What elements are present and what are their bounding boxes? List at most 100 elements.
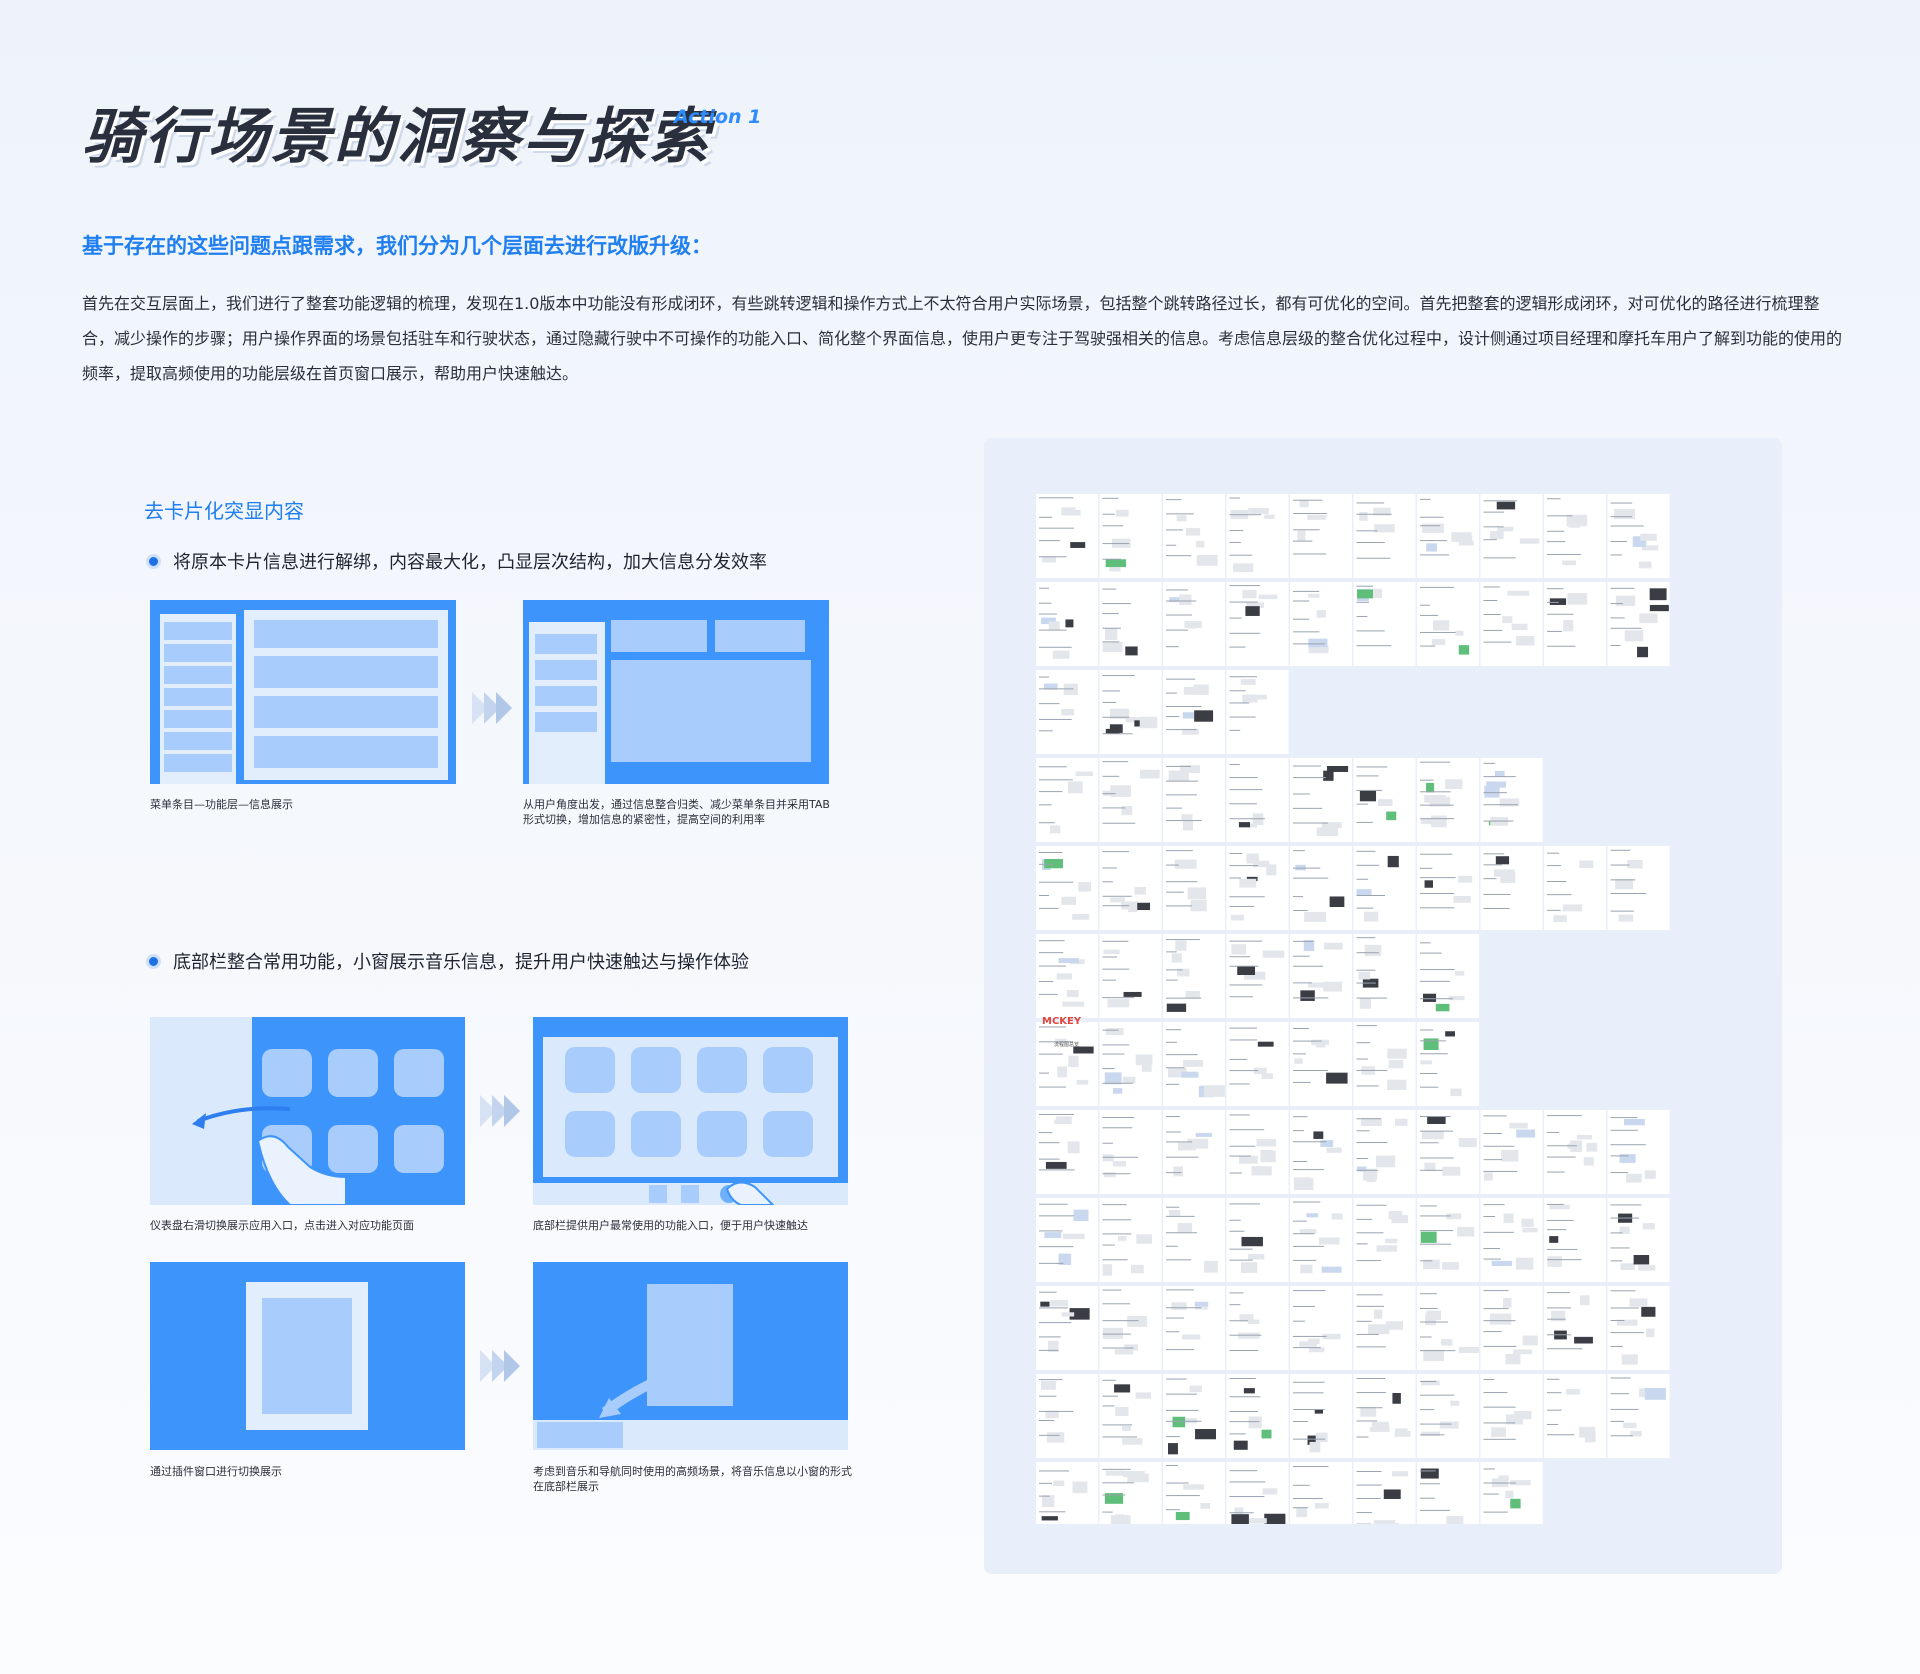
- bottom-bar-diagram: [533, 1017, 848, 1205]
- bullet-dot-icon: [146, 953, 161, 969]
- flow-thumbnail: [1480, 1374, 1543, 1458]
- board-label: 流程图总览: [1054, 1041, 1079, 1048]
- flow-thumbnail: [1036, 1286, 1098, 1370]
- flow-thumbnail: [1290, 758, 1352, 842]
- flow-thumbnail: [1544, 582, 1606, 666]
- flow-thumbnail: [1353, 494, 1416, 578]
- flow-thumbnail: [1036, 934, 1098, 1018]
- flow-thumbnail: [1417, 1022, 1479, 1106]
- flow-thumbnail: [1480, 1286, 1543, 1370]
- flow-thumbnail: [1036, 582, 1098, 666]
- caption-plugin: 通过插件窗口进行切换展示: [150, 1465, 282, 1478]
- flow-thumbnail: [1036, 1198, 1098, 1282]
- caption-menu-after: 从用户角度出发，通过信息整合归类、减少菜单条目并采用TAB形式切换，增加信息的紧…: [523, 798, 830, 826]
- flow-thumbnail: [1036, 494, 1098, 578]
- flow-thumbnail: [1544, 846, 1606, 930]
- flow-thumbnail: [1163, 846, 1225, 930]
- bullet-text: 将原本卡片信息进行解绑，内容最大化，凸显层次结构，加大信息分发效率: [173, 552, 767, 573]
- flow-thumbnail: [1099, 758, 1162, 842]
- flow-thumbnail: [1607, 1374, 1670, 1458]
- flow-thumbnail: [1226, 582, 1289, 666]
- board-logo: MCKEY: [1042, 1016, 1082, 1027]
- flow-thumbnail: [1353, 1022, 1416, 1106]
- flow-thumbnail: [1226, 846, 1289, 930]
- flow-thumbnail: [1290, 1022, 1352, 1106]
- flow-thumbnail: [1417, 934, 1479, 1018]
- bullet-text: 底部栏整合常用功能，小窗展示音乐信息，提升用户快速触达与操作体验: [173, 952, 749, 973]
- flow-thumbnail: [1099, 934, 1162, 1018]
- flow-thumbnail: [1417, 758, 1479, 842]
- flow-thumbnail: [1290, 494, 1352, 578]
- flow-thumbnail: [1226, 494, 1289, 578]
- flow-thumbnail: [1353, 1198, 1416, 1282]
- flow-thumbnail: [1607, 1286, 1670, 1370]
- flow-thumbnail: [1544, 1110, 1606, 1194]
- action-badge: Action 1: [674, 106, 762, 128]
- flow-thumbnail: [1226, 758, 1289, 842]
- flow-thumbnail: [1163, 1286, 1225, 1370]
- flow-thumbnail: [1290, 846, 1352, 930]
- flow-thumbnail: [1226, 1022, 1289, 1106]
- flow-thumbnail: [1544, 1374, 1606, 1458]
- flow-thumbnail: [1290, 1374, 1352, 1458]
- flow-thumbnail: [1480, 494, 1543, 578]
- flowchart-overview: MCKEY 流程图总览: [1036, 494, 1670, 1524]
- flow-thumbnail: [1099, 1286, 1162, 1370]
- flow-thumbnail: [1163, 1110, 1225, 1194]
- page-title: 骑行场景的洞察与探索: [82, 102, 712, 172]
- flow-thumbnail: [1607, 582, 1670, 666]
- flow-thumbnail: [1163, 582, 1225, 666]
- swipe-dashboard-diagram: [150, 1017, 465, 1205]
- flow-thumbnail: [1480, 582, 1543, 666]
- caption-swipe: 仪表盘右滑切换展示应用入口，点击进入对应功能页面: [150, 1219, 414, 1232]
- flow-thumbnail: [1417, 582, 1479, 666]
- flow-thumbnail: [1226, 934, 1289, 1018]
- flow-thumbnail: [1544, 494, 1606, 578]
- flow-thumbnail: [1036, 1022, 1098, 1106]
- flow-thumbnail: [1099, 1374, 1162, 1458]
- flow-thumbnail: [1290, 1110, 1352, 1194]
- flow-thumbnail: [1099, 494, 1162, 578]
- intro-paragraph: 首先在交互层面上，我们进行了整套功能逻辑的梳理，发现在1.0版本中功能没有形成闭…: [82, 294, 1843, 383]
- flow-thumbnail: [1163, 1198, 1225, 1282]
- flow-thumbnail: [1036, 1374, 1098, 1458]
- arrow-right-icon: [480, 1095, 520, 1127]
- flow-thumbnail: [1417, 1198, 1479, 1282]
- flow-thumbnail: [1417, 494, 1479, 578]
- flow-thumbnail: [1163, 934, 1225, 1018]
- flow-thumbnail: [1353, 1286, 1416, 1370]
- flow-thumbnail: [1353, 758, 1416, 842]
- flow-thumbnail: [1226, 1198, 1289, 1282]
- section-title: 去卡片化突显内容: [144, 499, 304, 523]
- caption-bottom-bar: 底部栏提供用户最常使用的功能入口，便于用户快速触达: [533, 1219, 808, 1232]
- intro-subtitle: 基于存在的这些问题点跟需求，我们分为几个层面去进行改版升级：: [82, 234, 712, 258]
- flow-thumbnail: [1163, 1022, 1225, 1106]
- flow-thumbnail: [1036, 758, 1098, 842]
- flow-thumbnail: [1607, 1110, 1670, 1194]
- flow-thumbnail: [1353, 582, 1416, 666]
- flow-thumbnail: [1036, 670, 1098, 754]
- flow-thumbnail: [1290, 1286, 1352, 1370]
- flow-thumbnail: [1544, 1286, 1606, 1370]
- flow-thumbnail: [1353, 846, 1416, 930]
- flow-thumbnail: [1417, 1286, 1479, 1370]
- flow-thumbnail: [1353, 934, 1416, 1018]
- flow-thumbnail: [1480, 1462, 1543, 1524]
- arrow-right-icon: [472, 692, 512, 724]
- flow-thumbnail: [1480, 1110, 1543, 1194]
- flow-thumbnail: [1226, 1462, 1289, 1524]
- bullet-dot-icon: [146, 553, 161, 569]
- flow-thumbnail: [1163, 1374, 1225, 1458]
- bullet-card-unbinding: 将原本卡片信息进行解绑，内容最大化，凸显层次结构，加大信息分发效率: [146, 548, 767, 574]
- flow-thumbnail: [1099, 582, 1162, 666]
- flow-thumbnail: [1353, 1110, 1416, 1194]
- flow-thumbnail: [1163, 670, 1225, 754]
- flow-thumbnail: [1290, 582, 1352, 666]
- flow-thumbnail: [1226, 1374, 1289, 1458]
- flow-thumbnail: [1099, 1022, 1162, 1106]
- flow-thumbnail: [1544, 1198, 1606, 1282]
- flow-thumbnail: [1036, 846, 1098, 930]
- bullet-bottom-bar: 底部栏整合常用功能，小窗展示音乐信息，提升用户快速触达与操作体验: [146, 948, 749, 974]
- flow-thumbnail: [1607, 494, 1670, 578]
- flow-thumbnail: [1480, 758, 1543, 842]
